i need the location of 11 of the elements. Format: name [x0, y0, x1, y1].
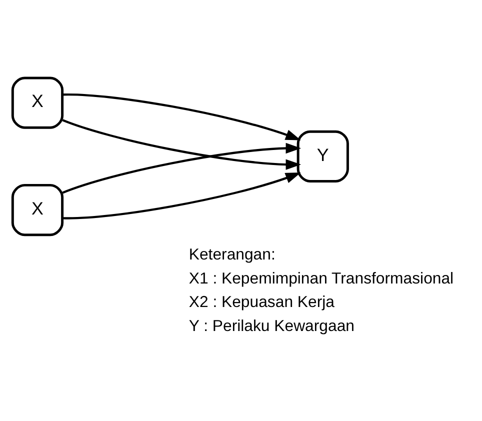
arrow	[62, 172, 301, 219]
label: X1 : Kepemimpinan Transformasional	[188, 270, 454, 287]
label: X2 : Kepuasan Kerja	[188, 294, 335, 311]
node-box: X	[11, 76, 64, 128]
label: Y : Perilaku Kewargaan	[188, 317, 355, 334]
node-box: X	[11, 183, 64, 236]
arrow	[62, 93, 301, 140]
label: Keterangan:	[188, 246, 276, 263]
arrow	[62, 142, 302, 194]
arrow	[62, 118, 302, 170]
node-box: Y	[296, 130, 349, 182]
